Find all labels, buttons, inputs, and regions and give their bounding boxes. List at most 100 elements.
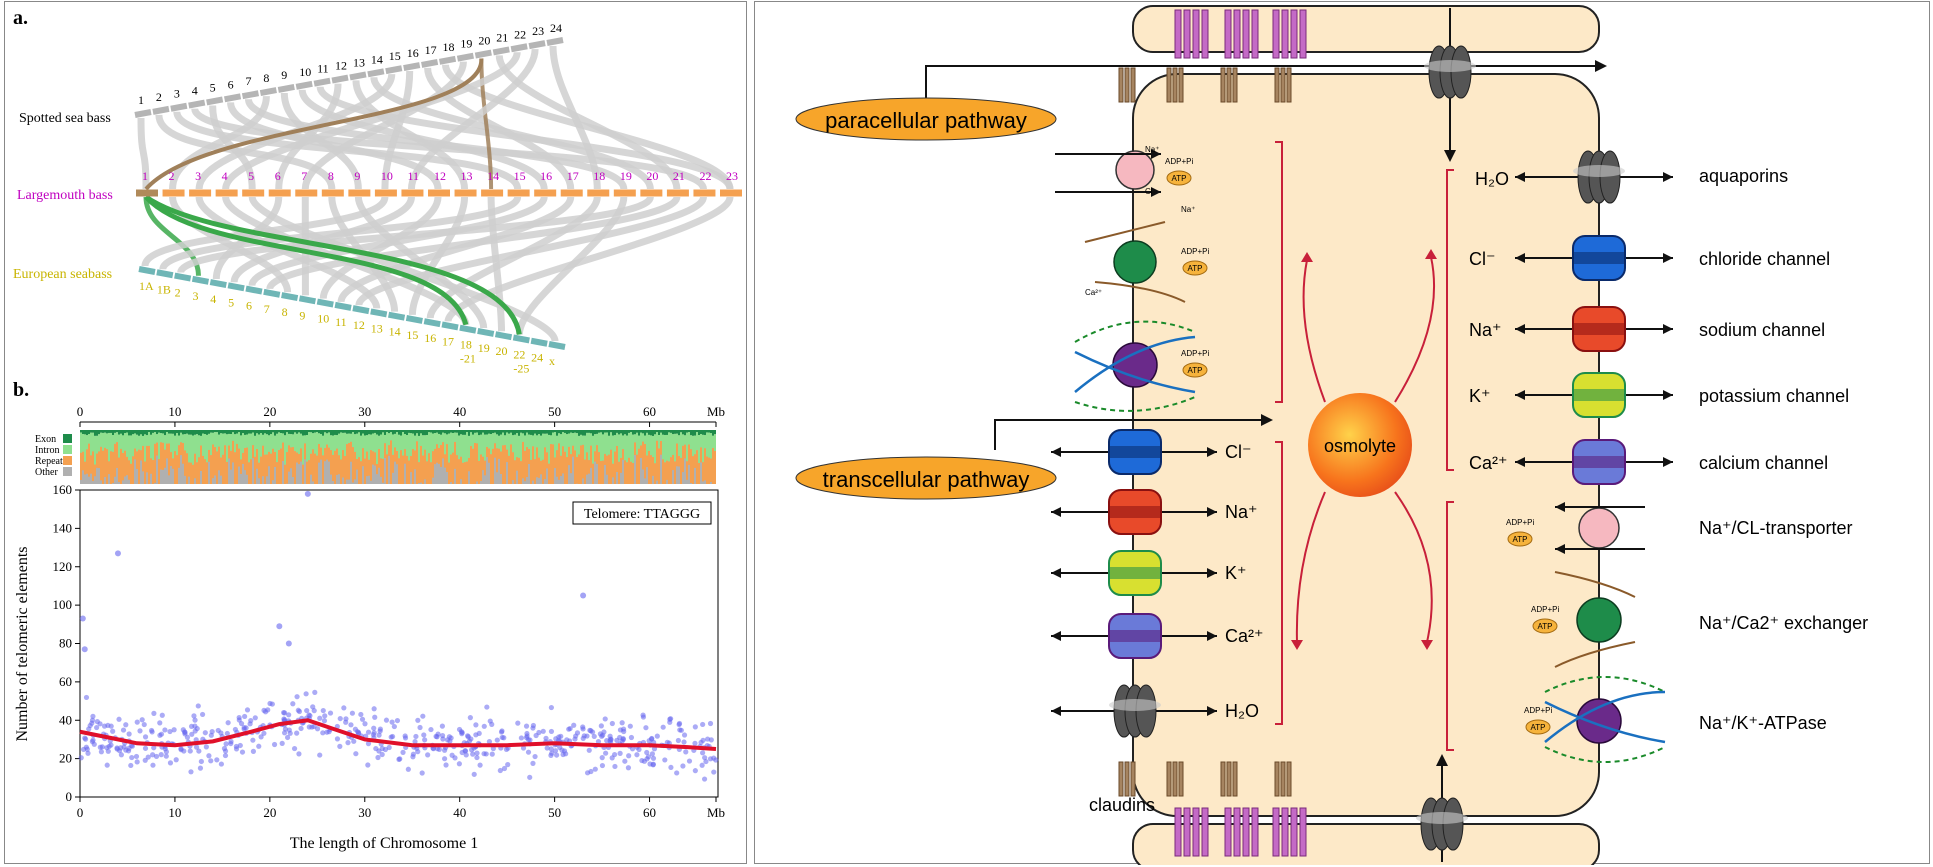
track-repeat xyxy=(158,459,160,484)
chloride-channel-right xyxy=(1573,252,1625,264)
track-repeat xyxy=(684,444,686,459)
chromosome-segment xyxy=(259,87,277,97)
scatter-point xyxy=(162,727,168,733)
scatter-point xyxy=(644,749,650,756)
track-exon xyxy=(620,430,622,434)
ion-left-cl: Cl⁻ xyxy=(1225,442,1252,462)
track-repeat xyxy=(446,444,448,472)
track-exon xyxy=(690,430,692,436)
chromosome-segment xyxy=(477,328,495,337)
transcellular-arrow xyxy=(994,419,1261,450)
synteny-ribbon-lower xyxy=(248,195,548,287)
track-intron xyxy=(218,434,220,447)
track-repeat xyxy=(282,442,284,462)
scatter-point xyxy=(548,704,554,711)
scatter-point xyxy=(612,763,618,770)
scatter-point xyxy=(481,723,487,729)
paracellular-pill xyxy=(795,97,1057,141)
scatter-point xyxy=(499,728,505,734)
scatter-point xyxy=(676,720,683,727)
scatter-point xyxy=(523,723,530,729)
track-intron xyxy=(100,432,102,447)
scatter-point xyxy=(622,758,628,764)
synteny-ribbon-lower xyxy=(177,195,654,275)
track-repeat xyxy=(206,462,208,484)
scatter-point xyxy=(343,719,349,725)
track-repeat xyxy=(588,460,590,474)
track-intron xyxy=(436,432,438,445)
track-intron xyxy=(682,434,684,446)
chromosome-segment xyxy=(170,102,188,112)
claudin-protein xyxy=(1183,807,1191,857)
aquaporin-left xyxy=(1135,684,1157,738)
scatter-point xyxy=(683,749,689,755)
claudin-protein xyxy=(1174,9,1182,59)
track-repeat xyxy=(546,452,548,469)
track-repeat xyxy=(184,450,186,476)
track-exon xyxy=(404,430,406,435)
ca-flow xyxy=(1094,281,1186,303)
scatter-point xyxy=(192,717,198,723)
track-exon xyxy=(408,430,410,433)
track-exon xyxy=(640,430,642,433)
scatter-point xyxy=(244,707,251,713)
track-repeat xyxy=(90,455,92,474)
scatter-point xyxy=(439,723,445,729)
track-exon xyxy=(238,430,240,433)
scatter-point xyxy=(118,752,124,758)
synteny-ribbon-upper xyxy=(407,48,539,190)
synteny-ribbon-upper xyxy=(222,51,521,190)
track-repeat xyxy=(390,440,392,484)
track-exon xyxy=(496,430,498,435)
label-na-cl-transporter: Na⁺/CL-transporter xyxy=(1699,518,1853,538)
track-exon xyxy=(326,430,328,434)
occludin-protein xyxy=(1172,761,1178,797)
track-repeat xyxy=(174,451,176,484)
track-intron xyxy=(594,434,596,452)
track-exon xyxy=(694,430,696,436)
track-intron xyxy=(570,432,572,455)
osmolyte-arrow-head xyxy=(1421,640,1433,650)
na-flow xyxy=(1084,221,1166,243)
scatter-point xyxy=(208,758,214,764)
scatter-point xyxy=(90,713,96,719)
chromosome-label: 17 xyxy=(567,169,579,183)
track-exon xyxy=(498,430,500,436)
scatter-point xyxy=(702,755,708,761)
track-intron xyxy=(592,435,594,464)
track-intron xyxy=(182,434,184,444)
track-intron xyxy=(646,432,648,456)
chromosome-segment xyxy=(367,68,385,78)
track-repeat xyxy=(450,454,452,483)
track-intron xyxy=(266,434,268,455)
track-repeat xyxy=(396,451,398,465)
track-repeat xyxy=(404,449,406,464)
track-repeat xyxy=(280,448,282,484)
occludin-protein xyxy=(1166,67,1172,103)
track-exon xyxy=(500,430,502,435)
track-repeat xyxy=(594,451,596,462)
track-intron xyxy=(304,435,306,444)
track-exon xyxy=(144,430,146,435)
track-exon xyxy=(568,430,570,434)
track-exon xyxy=(624,430,626,435)
synteny-ribbon-upper xyxy=(301,61,467,190)
track-repeat xyxy=(154,443,156,483)
track-intron xyxy=(422,435,424,456)
track-exon xyxy=(634,430,636,435)
track-repeat xyxy=(480,454,482,481)
scatter-point xyxy=(668,764,674,771)
track-repeat xyxy=(558,443,560,480)
na-flow-blue xyxy=(1074,335,1196,393)
scatter-point xyxy=(486,738,493,745)
track-exon xyxy=(412,430,414,434)
track-repeat xyxy=(318,443,320,463)
scatter-point xyxy=(310,704,316,710)
aquaporin-top xyxy=(1450,45,1472,99)
track-intron xyxy=(644,435,646,445)
claudin-protein xyxy=(1242,807,1250,857)
track-repeat xyxy=(292,447,294,478)
y-axis-tick-label: 40 xyxy=(59,712,72,727)
track-repeat xyxy=(574,450,576,484)
track-intron xyxy=(126,432,128,457)
